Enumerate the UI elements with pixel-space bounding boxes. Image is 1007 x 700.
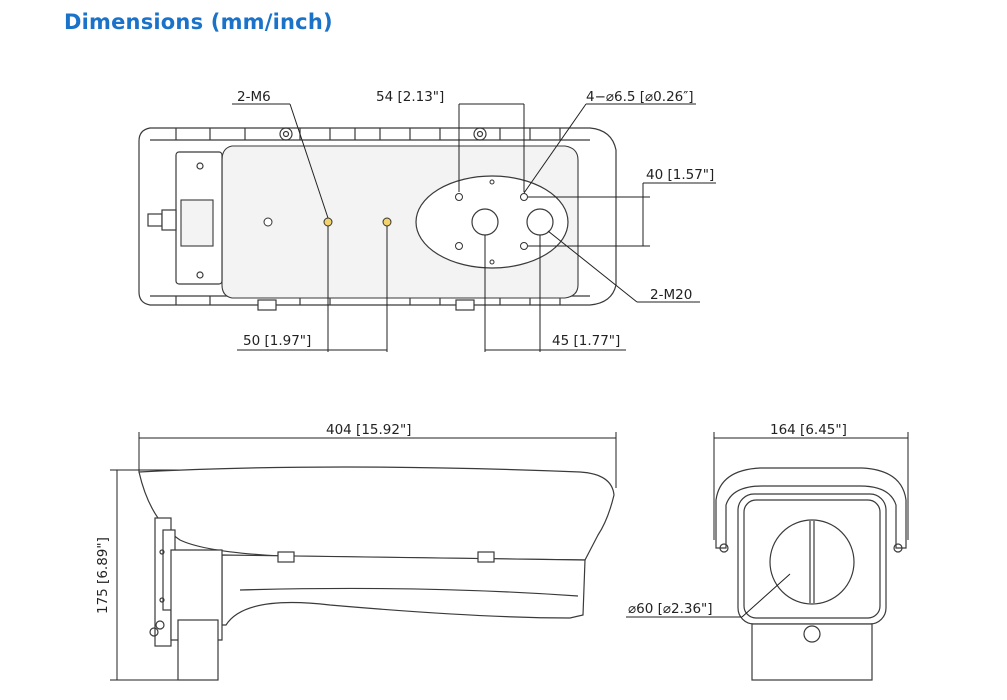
label-50: 50 [1.97"] (243, 333, 311, 349)
label-40: 40 [1.57"] (646, 167, 714, 183)
label-164: 164 [6.45"] (770, 422, 847, 438)
label-2-m6: 2-M6 (237, 89, 271, 105)
label-2-m20: 2-M20 (650, 287, 692, 303)
label-404: 404 [15.92"] (326, 422, 411, 438)
label-175: 175 [6.89"] (95, 537, 111, 614)
label-4-holes: 4−⌀6.5 [⌀0.26″] (586, 89, 694, 105)
label-diam-60: ⌀60 [⌀2.36"] (628, 601, 713, 617)
label-45: 45 [1.77"] (552, 333, 620, 349)
label-54: 54 [2.13"] (376, 89, 444, 105)
page-title: Dimensions (mm/inch) (64, 10, 333, 34)
front-view: 164 [6.45"] ⌀60 [⌀2.36"] (626, 422, 909, 681)
side-view: 404 [15.92"] 175 [6.89"] (95, 422, 617, 681)
top-view: 2-M6 54 [2.13"] 4−⌀6.5 [⌀0.26″] 40 [1.57… (138, 89, 716, 352)
